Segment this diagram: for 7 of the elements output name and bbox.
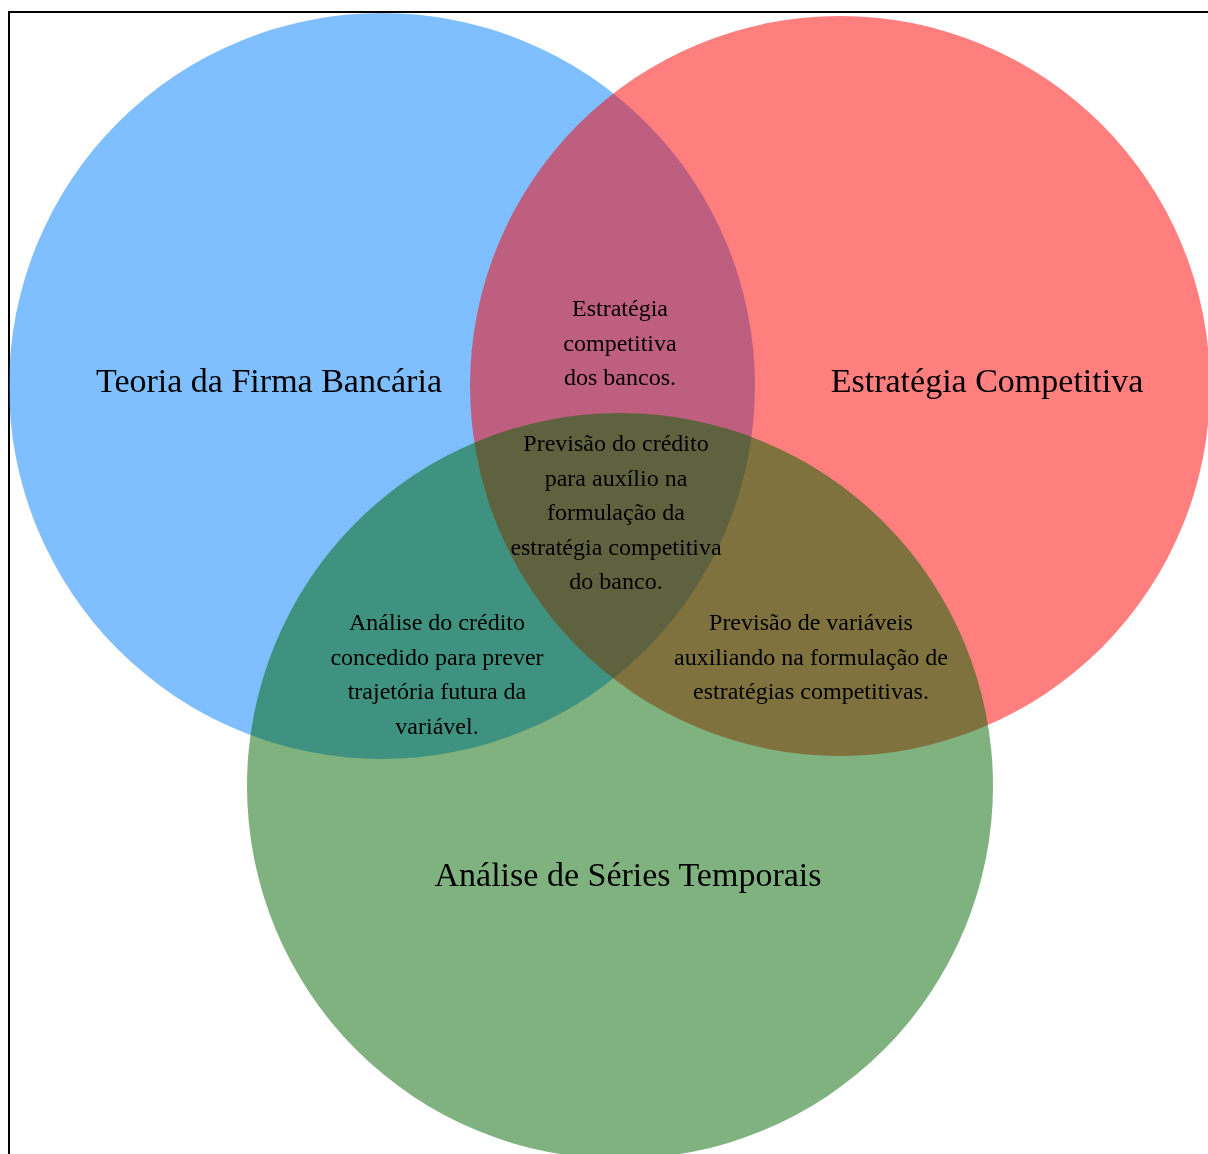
set-title: Estratégia Competitiva: [830, 362, 1144, 400]
set-title: Teoria da Firma Bancária: [96, 362, 442, 400]
intersection-label: Estratégia competitiva dos bancos.: [562, 294, 678, 392]
intersection-label: Análise do crédito concedido para prever trajetória futura da variável.: [329, 608, 545, 741]
intersection-label: Previsão de variáveis auxiliando na formulação de estratégias competitivas.: [673, 608, 949, 706]
intersection-label: Previsão do crédito para auxílio na formulação da estratégia competitiva do banco.: [509, 429, 723, 596]
set-title: Análise de Séries Temporais: [434, 856, 822, 894]
